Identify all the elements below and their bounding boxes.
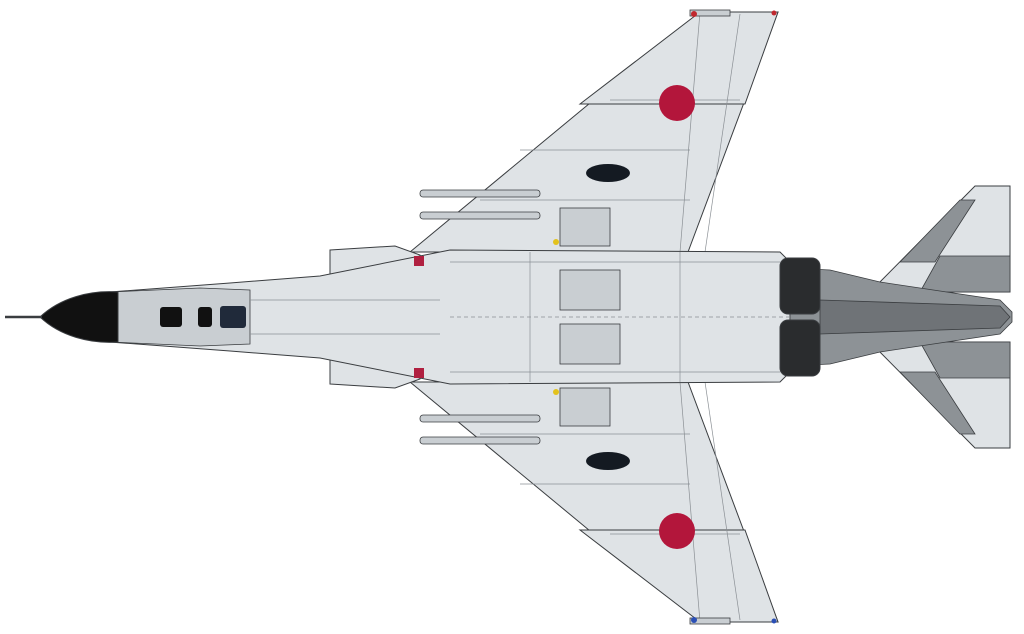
lower-main-wheel — [586, 452, 630, 470]
upper-exhaust — [779, 257, 821, 315]
missiles-upper — [419, 189, 541, 220]
upper-main-wheel — [586, 164, 630, 182]
horizontal-stabilizers — [868, 185, 1011, 449]
lower-wingtip-light-2 — [771, 618, 777, 624]
lower-exhaust — [779, 319, 821, 377]
hinomaru-lower-wing — [659, 513, 695, 549]
upper-wingtip-light — [691, 11, 697, 17]
radome — [39, 291, 119, 343]
missiles-lower — [419, 414, 541, 445]
fuselage — [5, 207, 1013, 427]
upper-wingtip-light-2 — [771, 10, 777, 16]
lower-wingtip-light — [691, 617, 697, 623]
hinomaru-upper-wing — [659, 85, 695, 121]
